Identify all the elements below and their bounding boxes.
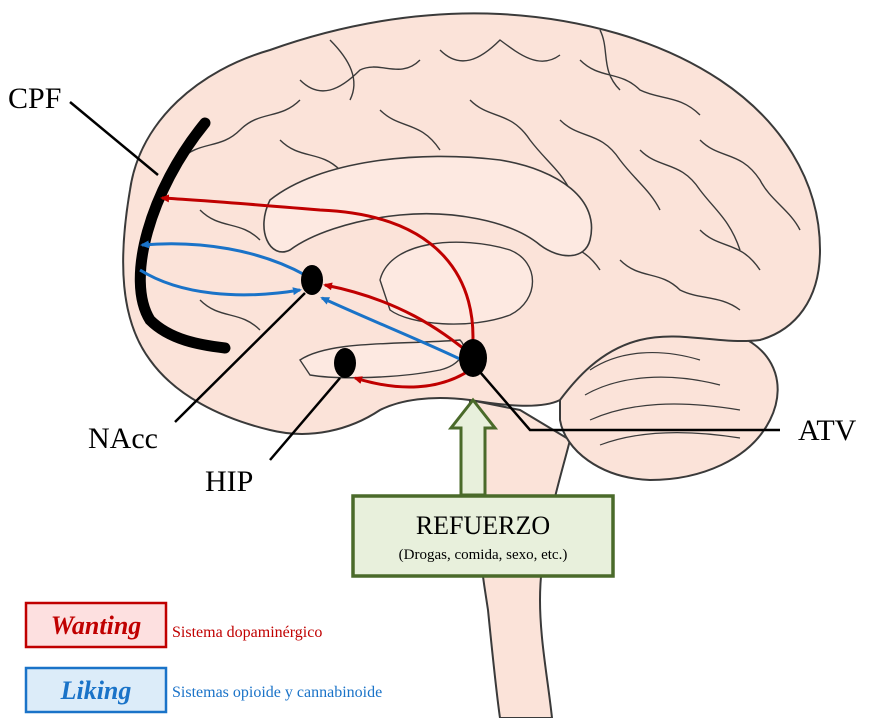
legend-wanting-label: Wanting [51, 611, 142, 640]
cpf-leader-line [70, 102, 158, 175]
nacc-label: NAcc [88, 422, 158, 455]
hip-label: HIP [205, 465, 253, 498]
legend-liking-description: Sistemas opioide y cannabinoide [172, 684, 382, 701]
stimulus-box: REFUERZO (Drogas, comida, sexo, etc.) [353, 496, 613, 576]
atv-node [459, 339, 487, 377]
stimulus-subtitle: (Drogas, comida, sexo, etc.) [399, 547, 568, 563]
legend-liking: Liking Sistemas opioide y cannabinoide [26, 668, 382, 712]
legend-wanting: Wanting Sistema dopaminérgico [26, 603, 322, 647]
hip-node [334, 348, 356, 378]
nacc-node [301, 265, 323, 295]
stimulus-title: REFUERZO [416, 511, 550, 540]
legend-wanting-description: Sistema dopaminérgico [172, 624, 322, 641]
legend-liking-label: Liking [60, 676, 132, 705]
atv-label: ATV [798, 414, 857, 447]
legend: Wanting Sistema dopaminérgico Liking Sis… [26, 603, 382, 712]
cpf-label: CPF [8, 82, 61, 115]
